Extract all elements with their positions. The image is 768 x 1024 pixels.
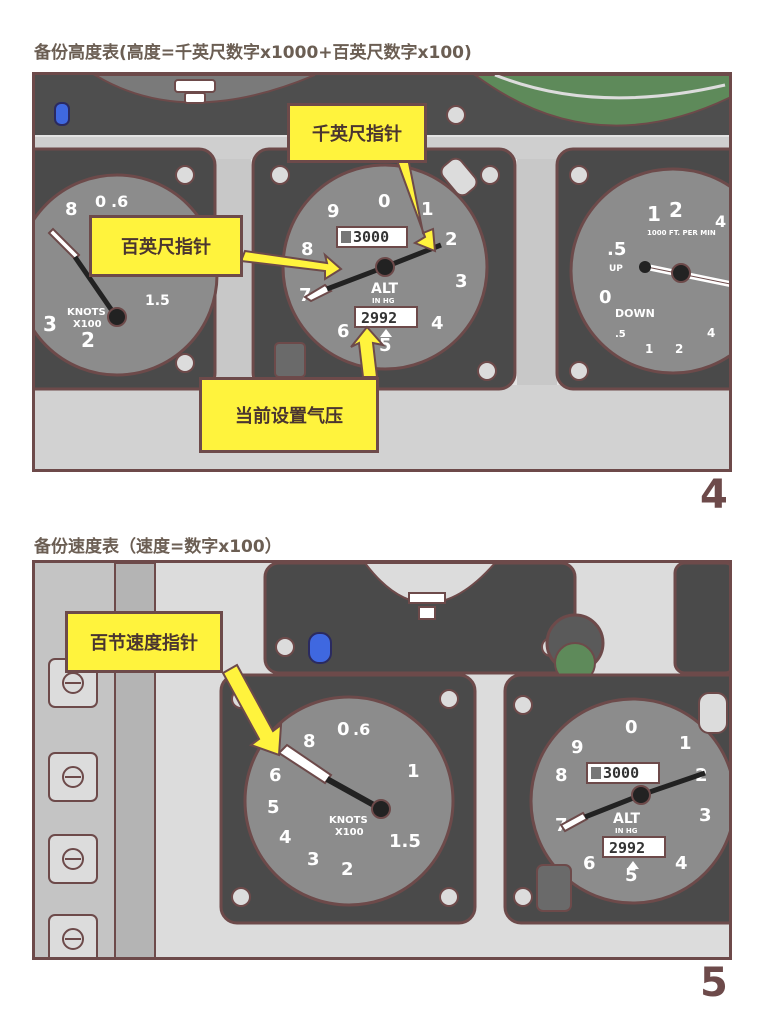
as5-tick-labels: 0 .6 1 1.5 2 3 4 5 6 8: [267, 719, 421, 880]
svg-text:1: 1: [645, 342, 653, 356]
vsi4-scale-label: 1000 FT. PER MIN: [647, 229, 716, 237]
as5-needle: [277, 743, 333, 785]
left-rail-buttons: [48, 658, 98, 957]
svg-text:5: 5: [379, 335, 392, 356]
svg-text:2: 2: [675, 342, 683, 356]
alt5-thousands-drum: 3000: [603, 764, 639, 782]
vsi4-tick-labels: 1 2 4 .5 0 .5 1 2 4: [599, 198, 726, 356]
vsi4-down-label: DOWN: [615, 307, 655, 320]
panel4-number: 4: [700, 472, 728, 518]
alt4-knob-icon: [274, 342, 306, 378]
svg-text:4: 4: [279, 827, 292, 848]
alt4-thousands-drum: 3000: [353, 228, 389, 246]
svg-text:4: 4: [675, 853, 688, 874]
alt5-pressure-value: 2992: [609, 839, 645, 857]
as4-tick-15: 1.5: [145, 293, 170, 309]
svg-text:3: 3: [699, 805, 712, 826]
callout-thousands-pointer: 千英尺指针: [287, 103, 427, 163]
panel4-caption: 备份高度表(高度=千英尺数字x1000+百英尺数字x100): [34, 43, 472, 63]
as5-face: [243, 695, 455, 907]
svg-text:8: 8: [303, 731, 316, 752]
callout-current-pressure: 当前设置气压: [199, 377, 379, 453]
svg-text:0: 0: [337, 719, 350, 740]
as4-tick-06: .6: [111, 192, 128, 211]
as5-scale-label: X100: [335, 827, 364, 838]
alt4-sublabel: IN HG: [372, 297, 395, 305]
as4-tick-8: 8: [65, 199, 78, 220]
as4-tick-0: 0: [95, 192, 106, 211]
callout-arrow-hundreds: [239, 249, 343, 281]
alt4-pressure-value: 2992: [361, 309, 397, 327]
svg-text:3: 3: [455, 271, 468, 292]
svg-text:8: 8: [301, 239, 314, 260]
svg-text:6: 6: [337, 321, 350, 342]
svg-text:.5: .5: [615, 329, 626, 340]
as4-needle: [47, 227, 81, 261]
svg-text:1: 1: [407, 761, 420, 782]
alt4-label: ALT: [371, 281, 398, 297]
alt5-knob-icon: [536, 864, 572, 912]
svg-text:0: 0: [625, 717, 638, 738]
svg-text:2: 2: [669, 198, 683, 222]
as4-scale-label: X100: [73, 319, 102, 330]
svg-text:1: 1: [647, 202, 661, 226]
svg-text:0: 0: [599, 287, 612, 308]
svg-text:4: 4: [431, 313, 444, 334]
as4-tick-3: 3: [43, 312, 57, 336]
svg-text:.5: .5: [607, 239, 626, 260]
svg-text:9: 9: [327, 201, 340, 222]
svg-text:4: 4: [715, 212, 726, 231]
panel5-caption: 备份速度表（速度=数字x100）: [34, 537, 282, 557]
svg-text:1: 1: [421, 199, 434, 220]
as5-knots-label: KNOTS: [329, 815, 368, 826]
panel4-illustration: 8 0 .6 3 2 1.5 KNOTS X100 0 1 2 3 4 5 6 …: [35, 75, 729, 469]
panel5-illustration: 0 .6 1 1.5 2 3 4 5 6 8 KNOTS X100 0 1 2 …: [35, 563, 729, 957]
svg-text:1: 1: [679, 733, 692, 754]
blue-knob-icon: [308, 632, 332, 664]
svg-text:6: 6: [269, 765, 282, 786]
alt5-tick-labels: 0 1 2 3 4 5 6 7 8 9: [555, 717, 712, 886]
svg-text:5: 5: [267, 797, 280, 818]
svg-text:9: 9: [571, 737, 584, 758]
panel4-cockpit-image: 8 0 .6 3 2 1.5 KNOTS X100 0 1 2 3 4 5 6 …: [32, 72, 732, 472]
svg-text:3: 3: [307, 849, 320, 870]
vsi4-up-label: UP: [609, 264, 623, 274]
panel5-number: 5: [700, 960, 728, 1006]
callout-hundreds-pointer: 百英尺指针: [89, 215, 243, 277]
svg-text:2: 2: [445, 229, 458, 250]
alt4-tick-labels: 0 1 2 3 4 5 6 7 8 9: [299, 191, 468, 356]
alt4-hundreds-pointer: [303, 283, 333, 303]
svg-text:2: 2: [341, 859, 354, 880]
svg-text:6: 6: [583, 853, 596, 874]
svg-text:8: 8: [555, 765, 568, 786]
svg-text:4: 4: [707, 326, 715, 340]
as4-tick-2: 2: [81, 328, 95, 352]
blue-knob-icon: [54, 102, 70, 126]
alt5-sublabel: IN HG: [615, 827, 638, 835]
alt5-label: ALT: [613, 811, 640, 827]
panel5-cockpit-image: 0 .6 1 1.5 2 3 4 5 6 8 KNOTS X100 0 1 2 …: [32, 560, 732, 960]
svg-text:0: 0: [378, 191, 391, 212]
svg-text:7: 7: [299, 285, 312, 306]
svg-text:.6: .6: [353, 720, 370, 739]
svg-text:1.5: 1.5: [389, 831, 421, 852]
svg-text:5: 5: [625, 865, 638, 886]
callout-arrow-airspeed: [221, 663, 283, 757]
callout-arrow-pressure: [350, 325, 386, 378]
as4-knots-label: KNOTS: [67, 307, 106, 318]
callout-airspeed-pointer: 百节速度指针: [65, 611, 223, 673]
